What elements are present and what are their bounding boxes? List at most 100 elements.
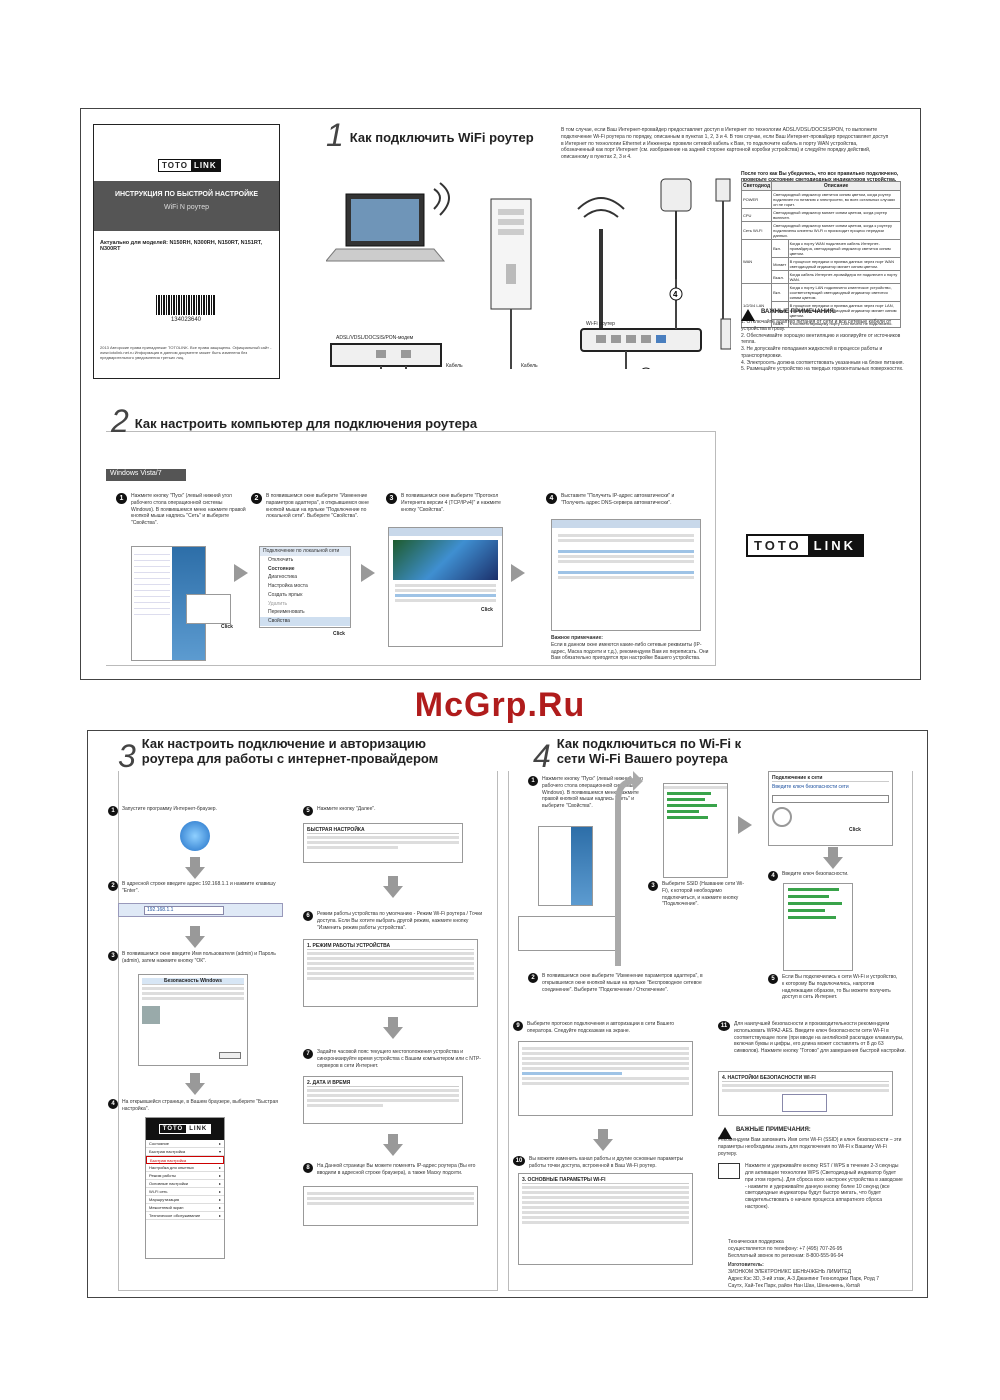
led-table-header: Светодиод — [740, 181, 773, 191]
click-label: Click — [849, 827, 861, 833]
laptop-icon — [326, 193, 446, 262]
menu-item[interactable]: Настройка для опытных▸ — [146, 1164, 224, 1172]
arrow-down-icon — [593, 1129, 613, 1151]
menu-item[interactable]: Настройка моста — [268, 583, 308, 589]
encryption-select[interactable] — [782, 1094, 827, 1112]
menu-item[interactable]: Быстрая настройка▾ — [146, 1148, 224, 1156]
pc-tower-icon — [490, 198, 532, 310]
menu-item-quick-setup[interactable]: Быстрая настройка — [146, 1156, 224, 1164]
start-menu-screenshot — [538, 826, 593, 906]
menu-item[interactable]: Техническое обслуживание▸ — [146, 1212, 224, 1220]
arrow-down-icon — [185, 1073, 205, 1095]
arrow-right-icon — [234, 564, 248, 582]
lan-ip-panel — [303, 1186, 478, 1226]
ok-button[interactable] — [219, 1052, 241, 1059]
s4-step-1: 1 Нажмите кнопку "Пуск" (левый нижний уг… — [528, 776, 648, 810]
arrow-down-icon — [823, 847, 843, 869]
context-popup — [186, 594, 231, 624]
menu-item[interactable]: Свойства — [260, 617, 350, 626]
menu-item[interactable]: Отключить — [268, 556, 294, 563]
s4-step-9: 9 Выберите протокол подключения и автори… — [513, 1021, 693, 1035]
warning-item: 4. Электросеть должна соответствовать ук… — [741, 359, 904, 366]
section-4-frame — [508, 771, 913, 1291]
s2-step-4: 4 Выставите "Получить IP-адрес автоматич… — [546, 493, 676, 507]
click-label: Click — [221, 624, 233, 630]
device-mode-panel: 1. РЕЖИМ РАБОТЫ УСТРОЙСТВА — [303, 939, 478, 1007]
section-2-frame — [106, 431, 716, 666]
arrow-down-icon — [185, 857, 205, 879]
watermark: McGrp.Ru — [414, 686, 586, 724]
section-1-title: 1 Как подключить WiFi роутер — [326, 117, 534, 153]
warning-item: 1. Отключайте адаптер питания от сети и … — [741, 319, 892, 332]
menu-item[interactable]: Диагностика — [268, 574, 297, 581]
arrow-down-icon — [185, 926, 205, 948]
s3-step-6: 6 Режим работы устройства по умолчанию -… — [303, 911, 483, 931]
router-icon — [580, 328, 702, 352]
ipv4-properties-dialog — [551, 519, 701, 631]
menu-item[interactable]: Удалить — [268, 600, 288, 607]
menu-item[interactable]: Wi-Fi сеть▸ — [146, 1188, 224, 1196]
menu-item[interactable]: Режим работы▸ — [146, 1172, 224, 1180]
cable-label-1: Кабель — [521, 363, 538, 369]
section-3-frame — [118, 771, 498, 1291]
menu-item[interactable]: Основные настройки▸ — [146, 1180, 224, 1188]
s4-step-5: 5 Если Вы подключились к сети Wi-Fi и ус… — [768, 974, 898, 1001]
menu-item[interactable]: Состояние▸ — [146, 1140, 224, 1148]
security-key-input[interactable] — [772, 794, 889, 803]
warning-block: ВАЖНЫЕ ПРИМЕЧАНИЯ: 1. Отключайте адаптер… — [741, 309, 906, 373]
warning-item: 5. Размещайте устройство на твердых гори… — [741, 366, 904, 373]
section-2-title: 2 Как настроить компьютер для подключени… — [111, 403, 478, 439]
modem-label: ADSL/VDSL/DOCSIS/PON-модем — [336, 335, 414, 341]
adapter-context-menu — [518, 916, 618, 951]
arrow-down-icon — [383, 1017, 403, 1039]
warning-title: ВАЖНЫЕ ПРИМЕЧАНИЯ: — [761, 309, 836, 315]
user-avatar-icon — [142, 1006, 160, 1024]
wps-button-icon — [718, 1163, 740, 1180]
menu-item[interactable]: Маршрутизация▸ — [146, 1196, 224, 1204]
curved-arrow-icon — [615, 771, 643, 966]
arrow-right-icon — [511, 564, 525, 582]
connection-diagram: Wi-Fi роутер ADSL/VDSL/DOCSIS/PON-модем … — [326, 178, 731, 369]
warning-icon — [741, 309, 755, 321]
menu-item[interactable]: Переименовать — [268, 609, 305, 616]
wifi-key-dialog: Подключение к сети Введите ключ безопасн… — [768, 771, 893, 846]
splitter-icon — [720, 318, 731, 350]
wall-socket-icon — [715, 178, 731, 202]
menu-item[interactable]: Создать ярлык — [268, 591, 303, 598]
menu-item[interactable]: Межсетевой экран▸ — [146, 1204, 224, 1212]
date-time-panel: 2. ДАТА И ВРЕМЯ — [303, 1076, 463, 1124]
modem-icon — [330, 343, 442, 367]
wifi-security-panel: 4. НАСТРОЙКИ БЕЗОПАСНОСТИ WI-FI — [718, 1071, 893, 1116]
s3-step-5: 5 Нажмите кнопку "Далее". — [303, 806, 478, 816]
ie-browser-icon — [180, 821, 210, 851]
arrow-right-icon — [361, 564, 375, 582]
cover-subtitle: WiFi N роутер — [163, 204, 210, 211]
s3-step-3: 3 В появившемся окне введите Имя пользов… — [108, 951, 283, 965]
os-tag: Windows Vista/7 — [106, 469, 186, 481]
windows-login-dialog: Безопасность Windows — [138, 974, 248, 1066]
arrow-down-icon — [383, 876, 403, 898]
s4-step-4: 4 Введите ключ безопасности. — [768, 871, 888, 881]
quick-setup-panel: БЫСТРАЯ НАСТРОЙКА — [303, 823, 463, 863]
menu-item[interactable]: Состояние — [268, 565, 295, 572]
warning-item: 3. Не допускайте попадания жидкостей в п… — [741, 346, 883, 359]
s3-step-7: 7 Задайте часовой пояс текущего местопол… — [303, 1049, 483, 1069]
cover-band: ИНСТРУКЦИЯ ПО БЫСТРОЙ НАСТРОЙКЕ WiFi N р… — [94, 181, 279, 231]
barcode-number: 134023640 — [170, 317, 202, 323]
address-input[interactable]: 192.168.1.1 — [144, 906, 224, 915]
led-table-header: Описание — [771, 181, 901, 191]
cover-title: ИНСТРУКЦИЯ ПО БЫСТРОЙ НАСТРОЙКЕ — [114, 191, 259, 198]
click-label: Click — [333, 631, 345, 637]
cover-footer: 2013 Авторские права принадлежат TOTOLIN… — [100, 345, 272, 360]
arrow-right-icon — [738, 816, 752, 834]
s3-step-1: 1 Запустите программу Интернет-браузер. — [108, 806, 283, 816]
s4-step-10: 10 Вы можете изменить канал работы и дру… — [513, 1156, 693, 1170]
table-row: Выкл.К соответствующему порту LAN ничего… — [742, 319, 902, 328]
